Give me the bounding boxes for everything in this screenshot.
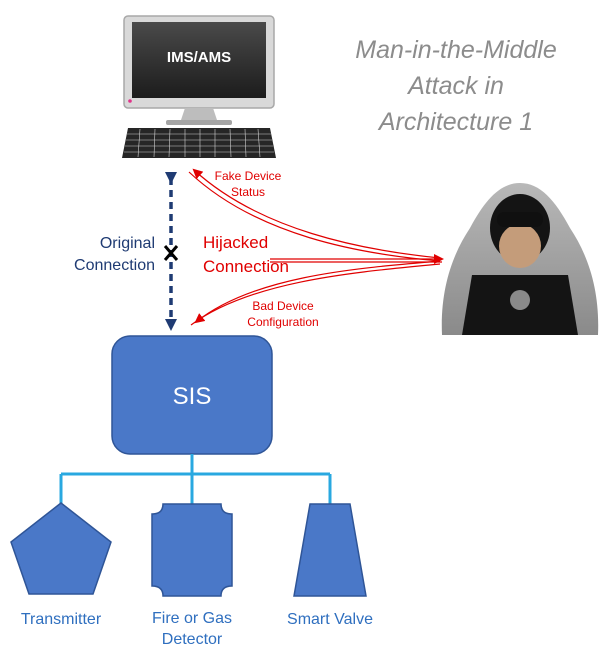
monitor-screen: [132, 22, 266, 98]
title: Man-in-the-Middle Attack in Architecture…: [355, 36, 556, 136]
hacker-laptop-logo: [510, 290, 530, 310]
hijacked-line-1: Hijacked: [203, 233, 268, 252]
keyboard-keys: [124, 128, 274, 158]
transmitter-label: Transmitter: [21, 611, 102, 628]
original-connection-line-2: Connection: [74, 257, 155, 274]
fake-status-line-2: Status: [231, 185, 265, 199]
hijacked-line-2: Connection: [203, 257, 289, 276]
transmitter-shape: [10, 502, 112, 595]
bad-config-line-2: Configuration: [247, 315, 318, 329]
valve-shape: [293, 503, 367, 597]
monitor-base: [166, 120, 232, 125]
detector-shape: [151, 503, 233, 597]
original-connection-line-1: Original: [100, 235, 155, 252]
title-line-1: Man-in-the-Middle: [355, 36, 556, 64]
hooded-hacker-icon: [441, 183, 599, 335]
fake-status-arrow-outer: [192, 168, 441, 259]
detector-label-line-2: Detector: [162, 631, 223, 648]
fake-status-arrow-inner: [188, 171, 441, 262]
screen-label: IMS/AMS: [167, 49, 231, 66]
detector-label-line-1: Fire or Gas: [152, 610, 232, 627]
title-line-3: Architecture 1: [377, 108, 533, 136]
fake-status-line-1: Fake Device: [215, 169, 282, 183]
hacker-mask: [497, 212, 543, 227]
hacker-face: [499, 224, 541, 268]
sis-label: SIS: [173, 383, 212, 410]
keyboard: [122, 128, 276, 158]
broken-link-x-icon: [163, 245, 179, 261]
bad-config-arrow-inner: [190, 263, 441, 326]
bad-config-line-1: Bad Device: [252, 299, 314, 313]
bad-config-arrow-outer: [194, 260, 441, 324]
title-line-2: Attack in: [406, 72, 504, 100]
valve-label: Smart Valve: [287, 611, 373, 628]
hijacked-connection-arrows: [188, 168, 444, 326]
field-bus: [59, 454, 332, 505]
desktop-computer-icon: IMS/AMS: [122, 15, 276, 158]
sis-node: SIS: [111, 335, 273, 455]
monitor-stand: [181, 108, 217, 120]
power-led: [128, 99, 132, 103]
